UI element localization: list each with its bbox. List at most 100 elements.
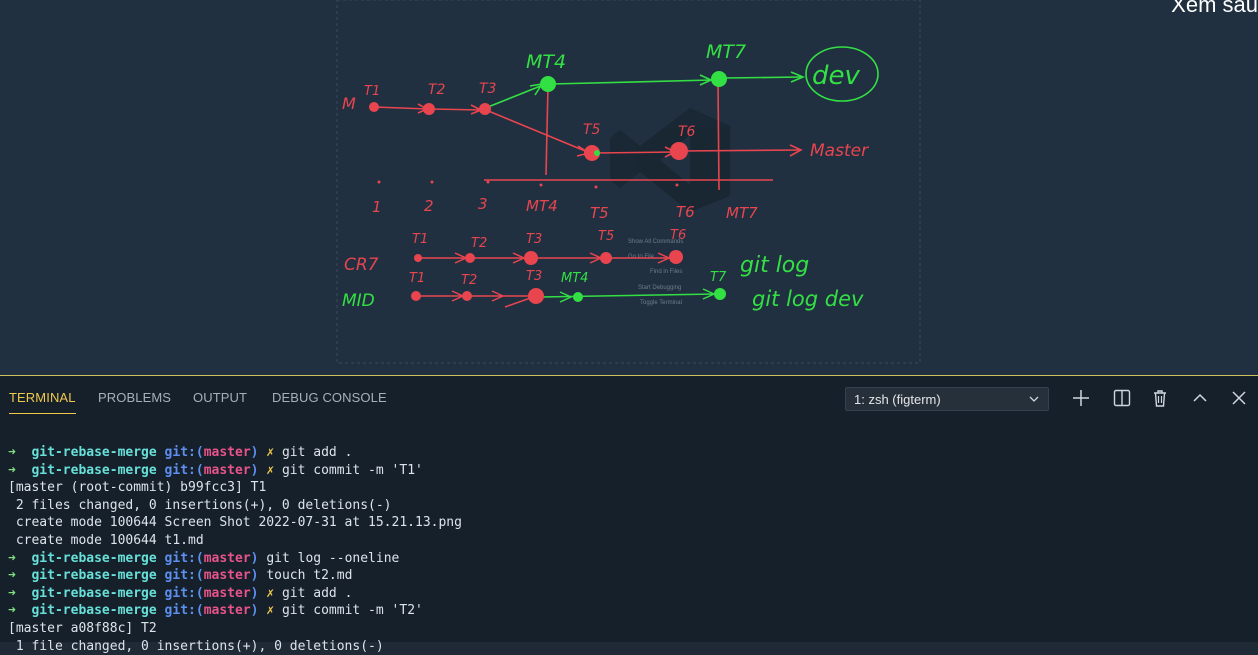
prompt-directory: git-rebase-merge (31, 568, 157, 584)
mid-dots (411, 288, 726, 304)
commit-label: T2 (461, 273, 477, 288)
index-label: T5 (590, 204, 609, 222)
new-terminal-button[interactable] (1071, 388, 1091, 408)
tab-problems[interactable]: PROBLEMS (98, 390, 172, 405)
index-label: MT7 (726, 204, 758, 222)
index-label: 1 (372, 198, 382, 216)
prompt-arrow-icon: ➜ (8, 568, 16, 584)
merge-label: MT7 (706, 41, 746, 63)
prompt-arrow-icon: ➜ (8, 462, 16, 478)
prompt-command: git commit -m 'T1' (281, 462, 423, 478)
prompt-git-close: ) (250, 462, 259, 478)
commit-label: T2 (471, 236, 487, 251)
prompt-command: git add . (281, 445, 353, 460)
terminal-output-line: 2 files changed, 0 insertions(+), 0 dele… (8, 497, 1248, 515)
prompt-branch: master (203, 568, 251, 584)
prompt-git-label: git:( (164, 603, 204, 619)
panel-tabs: TERMINAL PROBLEMS OUTPUT DEBUG CONSOLE (0, 376, 800, 420)
terminal-prompt-line: ➜ git-rebase-merge git:(master) ✗ git co… (8, 462, 1248, 480)
trash-icon (1154, 390, 1166, 407)
split-icon (1113, 389, 1131, 407)
prompt-branch: master (203, 550, 251, 566)
prompt-directory: git-rebase-merge (31, 603, 157, 619)
commit-label: T1 (409, 271, 425, 286)
prompt-directory: git-rebase-merge (31, 585, 157, 601)
tab-terminal[interactable]: TERMINAL (9, 390, 76, 414)
cr7-dots (414, 250, 683, 265)
maximize-panel-button[interactable] (1190, 388, 1210, 408)
prompt-command: git log --oneline (266, 550, 400, 566)
index-label: MT4 (526, 197, 558, 215)
prompt-git-label: git:( (164, 462, 204, 478)
output-text: [master (root-commit) b99fcc3] T1 (8, 480, 267, 496)
prompt-git-close: ) (250, 585, 259, 601)
terminal-panel: TERMINAL PROBLEMS OUTPUT DEBUG CONSOLE 1… (0, 376, 1258, 654)
terminal-select-value: 1: zsh (figterm) (854, 392, 941, 407)
commit-label: T5 (583, 122, 601, 138)
terminal-output-line: create mode 100644 t1.md (8, 532, 1248, 550)
whiteboard-drawing: Show All Commands Go to File Find in Fil… (336, 0, 921, 364)
terminal-output-line: [master (root-commit) b99fcc3] T1 (8, 479, 1248, 497)
prompt-git-close: ) (250, 445, 259, 460)
note-git-log-dev: git log dev (752, 287, 864, 311)
prompt-git-label: git:( (164, 585, 204, 601)
commit-label: T3 (526, 269, 542, 284)
terminal-output[interactable]: ➜ git-rebase-merge git:(master) ✗ git ad… (8, 444, 1248, 655)
prompt-directory: git-rebase-merge (31, 462, 157, 478)
editor-area: Show All Commands Go to File Find in Fil… (336, 0, 1258, 364)
index-label: T6 (676, 203, 695, 221)
output-text: 2 files changed, 0 insertions(+), 0 dele… (8, 497, 392, 513)
plus-icon (1073, 390, 1089, 406)
prompt-dirty-icon: ✗ (266, 462, 275, 478)
shortcut-label: Show All Commands (628, 239, 683, 245)
mid-label: MID (342, 291, 375, 311)
shortcut-label: Toggle Terminal (640, 300, 682, 306)
prompt-arrow-icon: ➜ (8, 585, 16, 601)
commit-label: T1 (412, 232, 428, 247)
terminal-select[interactable]: 1: zsh (figterm) (845, 387, 1049, 411)
terminal-prompt-line: ➜ git-rebase-merge git:(master) ✗ git ad… (8, 585, 1248, 603)
output-text: [master a08f88c] T2 (8, 620, 157, 636)
prompt-command: touch t2.md (266, 568, 353, 584)
index-dots (377, 180, 679, 189)
output-text: create mode 100644 t1.md (8, 532, 204, 548)
terminal-output-line: [master a08f88c] T2 (8, 620, 1248, 638)
output-text: create mode 100644 Screen Shot 2022-07-3… (8, 515, 462, 531)
index-label: 2 (424, 197, 434, 215)
note-git-log: git log (740, 253, 809, 278)
prompt-git-close: ) (250, 550, 259, 566)
prompt-branch: master (203, 585, 251, 601)
prompt-arrow-icon: ➜ (8, 445, 16, 460)
video-overlay-text[interactable]: Xem sau (1171, 0, 1258, 17)
prompt-dirty-icon: ✗ (266, 603, 275, 619)
tab-debug-console[interactable]: DEBUG CONSOLE (272, 390, 387, 405)
terminal-prompt-line: ➜ git-rebase-merge git:(master) git log … (8, 550, 1248, 568)
vscode-watermark-icon (610, 108, 730, 212)
prompt-command: git add . (281, 585, 353, 601)
panel-divider[interactable] (0, 375, 1258, 376)
prompt-dirty-icon: ✗ (266, 445, 275, 460)
close-panel-button[interactable] (1229, 388, 1249, 408)
terminal-output-line: create mode 100644 Screen Shot 2022-07-3… (8, 514, 1248, 532)
index-label: 3 (478, 195, 488, 213)
terminal-prompt-line: ➜ git-rebase-merge git:(master) ✗ git co… (8, 602, 1248, 620)
prompt-dirty-icon: ✗ (266, 585, 275, 601)
tab-output[interactable]: OUTPUT (193, 390, 248, 405)
prompt-branch: master (203, 462, 251, 478)
commit-label: T5 (598, 229, 614, 244)
prompt-arrow-icon: ➜ (8, 603, 16, 619)
master-label: Master (810, 141, 869, 161)
kill-terminal-button[interactable] (1150, 388, 1170, 408)
commit-label: T6 (678, 124, 696, 140)
shortcut-label: Start Debugging (638, 285, 681, 291)
shortcut-watermark: Show All Commands Go to File Find in Fil… (628, 239, 683, 306)
prompt-git-close: ) (250, 603, 259, 619)
split-terminal-button[interactable] (1112, 388, 1132, 408)
commit-label: T2 (428, 82, 446, 98)
m-label: M (342, 94, 356, 113)
dev-graph (487, 46, 879, 108)
close-icon (1232, 391, 1246, 405)
prompt-arrow-icon: ➜ (8, 550, 16, 566)
terminal-prompt-line: ➜ git-rebase-merge git:(master) touch t2… (8, 567, 1248, 585)
dev-label: dev (812, 61, 861, 91)
